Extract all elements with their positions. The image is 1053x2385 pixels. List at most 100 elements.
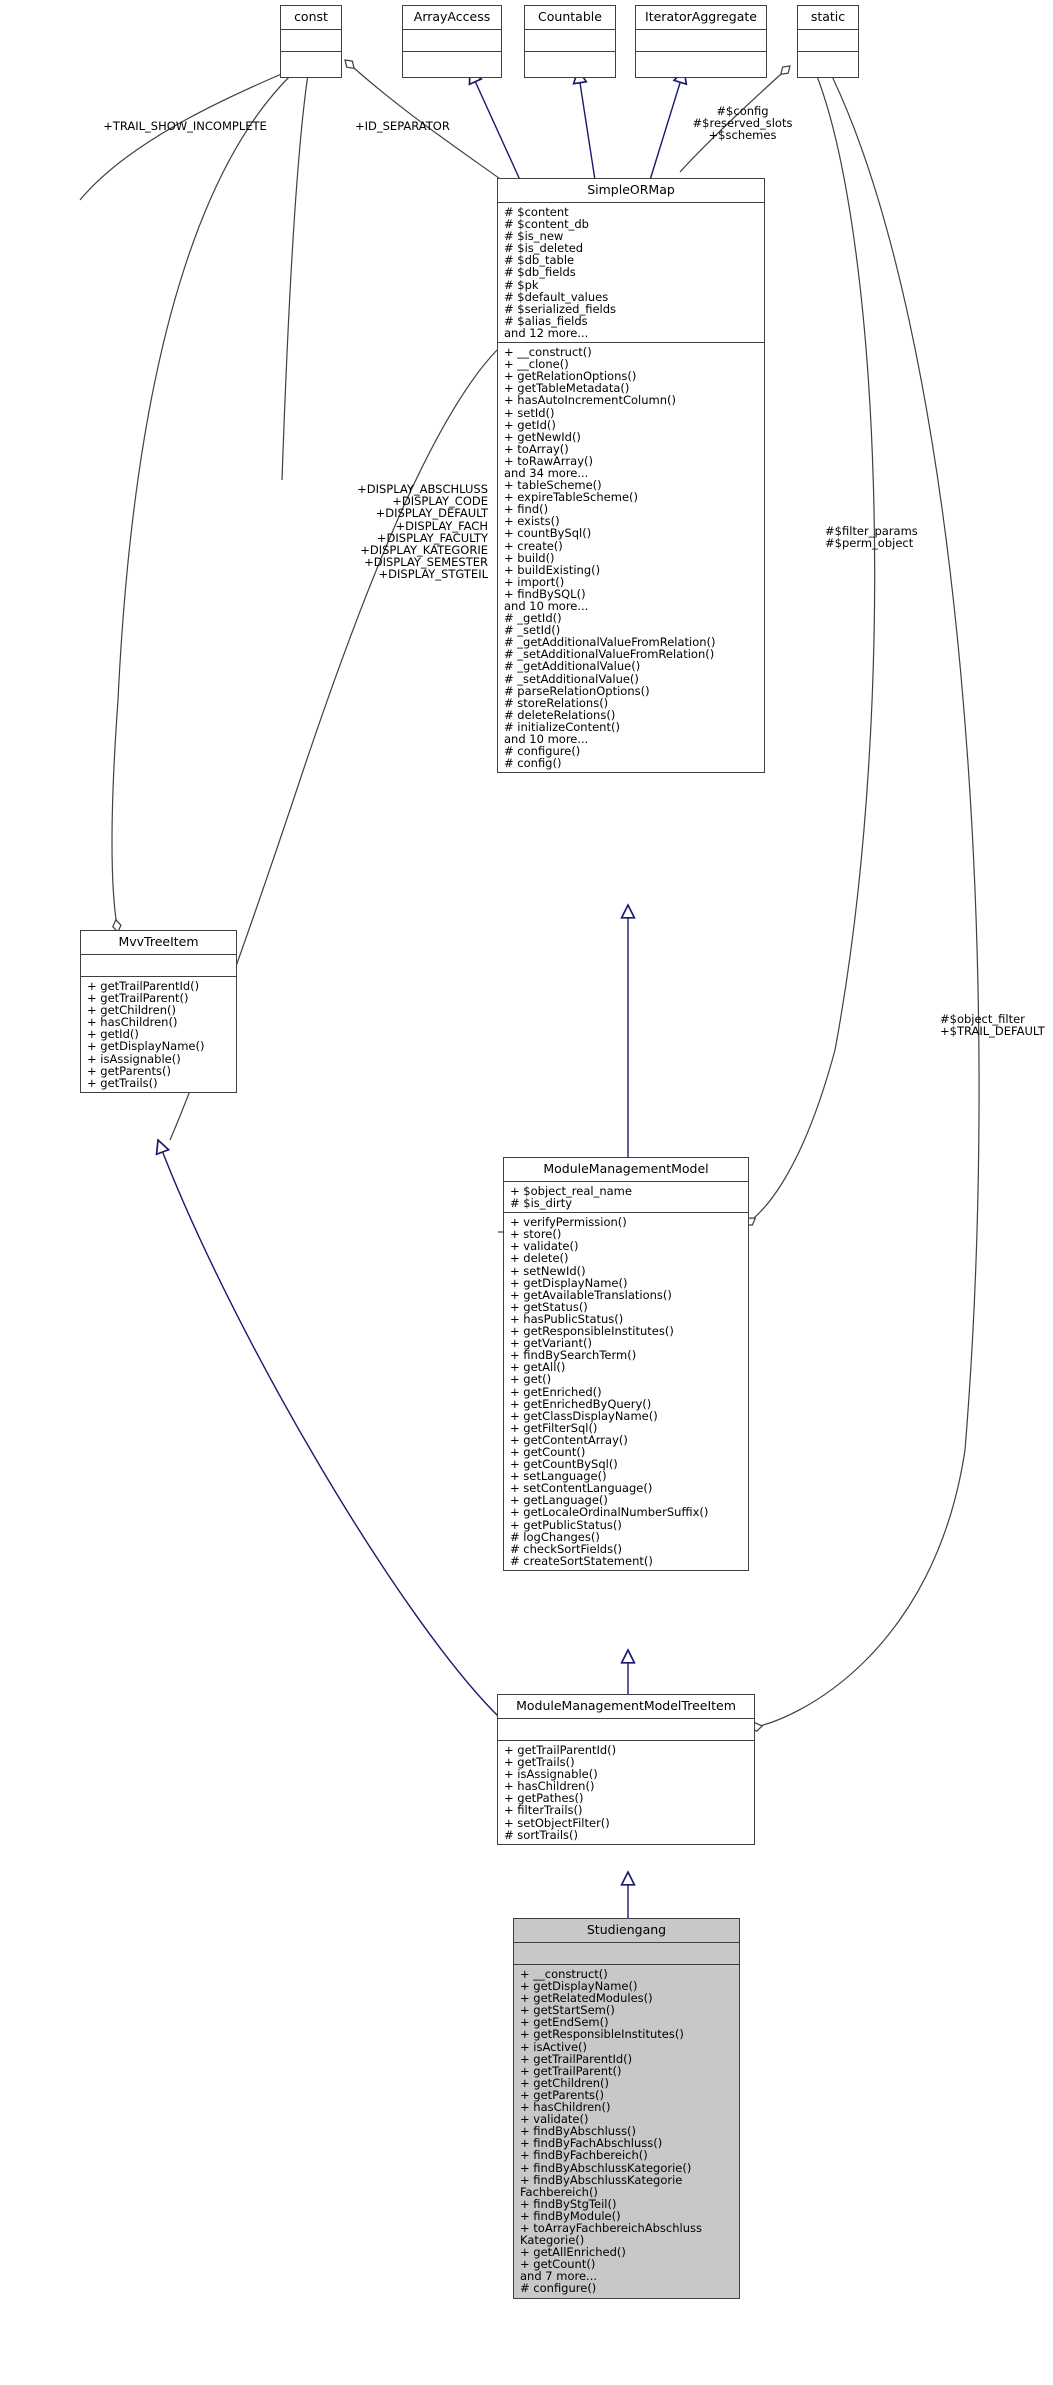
class-member: + setNewId() bbox=[510, 1263, 586, 1278]
class-attributes bbox=[525, 30, 615, 52]
class-operations: + __construct()+ getDisplayName()+ getRe… bbox=[514, 1965, 739, 2298]
class-member: # $is_dirty bbox=[510, 1196, 573, 1211]
class-member: + tableScheme() bbox=[504, 478, 602, 493]
class-member: + isActive() bbox=[520, 2039, 588, 2054]
class-member: + findByAbschlussKategorie Fachbereich() bbox=[520, 2172, 683, 2199]
class-operations bbox=[798, 52, 858, 77]
class-member: + getEnriched() bbox=[510, 1384, 602, 1399]
class-member: # configure() bbox=[504, 744, 581, 759]
class-member: + getPathes() bbox=[504, 1791, 584, 1806]
edge-label-trail-show-incomplete: +TRAIL_SHOW_INCOMPLETE bbox=[103, 119, 267, 133]
class-member: + getClassDisplayName() bbox=[510, 1408, 658, 1423]
class-member: + getTrails() bbox=[504, 1755, 575, 1770]
class-member: # $content_db bbox=[504, 217, 589, 232]
class-member: # sortTrails() bbox=[504, 1827, 579, 1842]
class-member: + isAssignable() bbox=[504, 1767, 598, 1782]
class-member: # $content bbox=[504, 205, 569, 219]
class-member: + __construct() bbox=[504, 345, 592, 360]
class-member: # $pk bbox=[504, 277, 539, 292]
class-box-simpleormap[interactable]: SimpleORMap # $content# $content_db# $is… bbox=[497, 178, 765, 774]
class-member: + getCount() bbox=[510, 1444, 586, 1459]
class-member: # logChanges() bbox=[510, 1529, 600, 1544]
edge-label-config-block: #$config #$reserved_slots +$schemes bbox=[692, 104, 793, 143]
class-member: # $db_table bbox=[504, 253, 575, 268]
class-member: + $object_real_name bbox=[510, 1184, 632, 1198]
class-member: + getChildren() bbox=[87, 1003, 176, 1018]
class-member: + getEndSem() bbox=[520, 2015, 609, 2030]
class-title: Countable bbox=[525, 6, 615, 30]
class-attributes: + $object_real_name# $is_dirty bbox=[504, 1182, 748, 1214]
class-member: + getStartSem() bbox=[520, 2003, 615, 2018]
class-box-const[interactable]: const bbox=[280, 5, 342, 78]
class-member: + getAll() bbox=[510, 1360, 566, 1375]
class-member: + getChildren() bbox=[520, 2075, 609, 2090]
class-title: ArrayAccess bbox=[403, 6, 501, 30]
class-member: # _setAdditionalValueFromRelation() bbox=[504, 647, 715, 662]
class-box-arrayaccess[interactable]: ArrayAccess bbox=[402, 5, 502, 78]
class-member: + getAvailableTranslations() bbox=[510, 1287, 672, 1302]
class-member: + expireTableScheme() bbox=[504, 490, 638, 505]
class-member: + delete() bbox=[510, 1251, 569, 1266]
class-member: + findByAbschluss() bbox=[520, 2124, 637, 2139]
class-member: + getLanguage() bbox=[510, 1493, 608, 1508]
class-attributes: # $content# $content_db# $is_new# $is_de… bbox=[498, 203, 764, 344]
class-operations: + getTrailParentId()+ getTrailParent()+ … bbox=[81, 977, 236, 1092]
class-box-countable[interactable]: Countable bbox=[524, 5, 616, 78]
class-box-static[interactable]: static bbox=[797, 5, 859, 78]
class-member: + getAllEnriched() bbox=[520, 2245, 626, 2260]
class-operations bbox=[403, 52, 501, 77]
class-member: + getNewId() bbox=[504, 429, 581, 444]
class-member: + getResponsibleInstitutes() bbox=[520, 2027, 684, 2042]
class-member: + countBySql() bbox=[504, 526, 592, 541]
class-member: # $is_deleted bbox=[504, 241, 584, 256]
class-member: and 34 more... bbox=[504, 465, 589, 480]
class-attributes bbox=[281, 30, 341, 52]
class-member: + setId() bbox=[504, 405, 555, 420]
class-member: + import() bbox=[504, 574, 565, 589]
class-member: + filterTrails() bbox=[504, 1803, 583, 1818]
class-member: + exists() bbox=[504, 514, 560, 529]
class-member: + setLanguage() bbox=[510, 1469, 607, 1484]
class-member: + getParents() bbox=[520, 2087, 604, 2102]
class-box-mvvtreeitem[interactable]: MvvTreeItem + getTrailParentId()+ getTra… bbox=[80, 930, 237, 1093]
edge-label-id-separator: +ID_SEPARATOR bbox=[355, 119, 450, 133]
class-member: + getLocaleOrdinalNumberSuffix() bbox=[510, 1505, 709, 1520]
class-member: + findByAbschlussKategorie() bbox=[520, 2160, 692, 2175]
class-member: + setObjectFilter() bbox=[504, 1815, 610, 1830]
class-member: # config() bbox=[504, 756, 562, 771]
class-member: + getTableMetadata() bbox=[504, 381, 630, 396]
class-operations: + verifyPermission()+ store()+ validate(… bbox=[504, 1213, 748, 1570]
class-title: ModuleManagementModelTreeItem bbox=[498, 1695, 754, 1719]
class-title: SimpleORMap bbox=[498, 179, 764, 203]
class-member: # $serialized_fields bbox=[504, 301, 617, 316]
class-member: + hasChildren() bbox=[504, 1779, 595, 1794]
class-box-studiengang[interactable]: Studiengang + __construct()+ getDisplayN… bbox=[513, 1918, 740, 2299]
class-member: # $default_values bbox=[504, 289, 609, 304]
edge-label-display-block: +DISPLAY_ABSCHLUSS +DISPLAY_CODE +DISPLA… bbox=[357, 482, 488, 582]
class-member: + getTrailParent() bbox=[87, 991, 189, 1006]
class-member: + findByStgTeil() bbox=[520, 2196, 617, 2211]
edge-label-object-filter-block: #$object_filter +$TRAIL_DEFAULT bbox=[940, 1012, 1045, 1039]
class-box-modulemanagementmodel[interactable]: ModuleManagementModel + $object_real_nam… bbox=[503, 1157, 749, 1571]
class-member: + getCountBySql() bbox=[510, 1457, 618, 1472]
class-operations: + getTrailParentId()+ getTrails()+ isAss… bbox=[498, 1741, 754, 1844]
class-member: + isAssignable() bbox=[87, 1051, 181, 1066]
class-member: + getRelationOptions() bbox=[504, 369, 637, 384]
class-attributes bbox=[798, 30, 858, 52]
class-member: + getVariant() bbox=[510, 1336, 592, 1351]
class-member: + findBySQL() bbox=[504, 586, 586, 601]
class-member: + getResponsibleInstitutes() bbox=[510, 1324, 674, 1339]
class-member: # _setId() bbox=[504, 623, 561, 638]
class-member: + getTrailParent() bbox=[520, 2063, 622, 2078]
class-member: and 10 more... bbox=[504, 732, 589, 747]
class-member: and 10 more... bbox=[504, 599, 589, 613]
class-operations bbox=[281, 52, 341, 77]
class-member: + getId() bbox=[87, 1027, 139, 1042]
class-member: # parseRelationOptions() bbox=[504, 683, 650, 698]
class-box-iteratoraggregate[interactable]: IteratorAggregate bbox=[635, 5, 767, 78]
class-member: + getTrailParentId() bbox=[504, 1743, 617, 1757]
class-member: # _getAdditionalValueFromRelation() bbox=[504, 635, 716, 650]
class-member: + getDisplayName() bbox=[87, 1039, 205, 1054]
class-member: + getId() bbox=[504, 417, 556, 432]
class-box-modulemanagementmodeltreeitem[interactable]: ModuleManagementModelTreeItem + getTrail… bbox=[497, 1694, 755, 1845]
